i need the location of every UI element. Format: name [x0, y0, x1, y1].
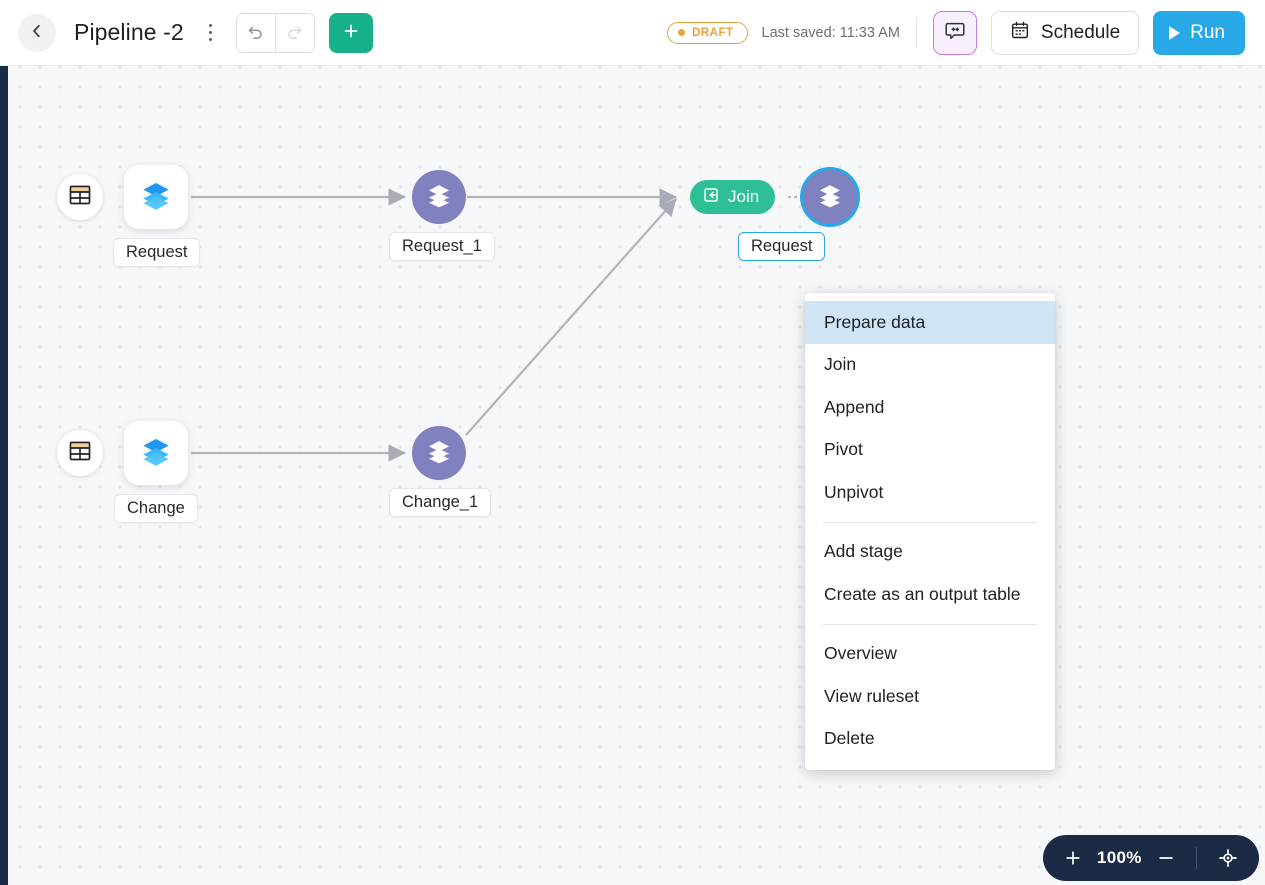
status-dot-icon [678, 29, 686, 36]
context-menu-item-view-ruleset[interactable]: View ruleset [805, 675, 1055, 718]
context-menu-item-label: Unpivot [824, 481, 884, 502]
recenter-button[interactable] [1217, 847, 1239, 869]
more-vertical-icon [209, 23, 213, 28]
layers-stack-icon [816, 181, 844, 214]
context-menu-item-join[interactable]: Join [805, 344, 1055, 387]
left-rail [0, 66, 8, 885]
schedule-button[interactable]: Schedule [990, 10, 1140, 55]
more-vertical-icon [209, 37, 213, 42]
redo-button[interactable] [275, 13, 314, 52]
operation-join[interactable]: Join [690, 180, 776, 214]
page-title: Pipeline -2 [74, 19, 184, 45]
header-right-group: DRAFT Last saved: 11:33 AM [667, 10, 1265, 55]
zoom-in-button[interactable] [1063, 848, 1083, 868]
play-icon [1169, 25, 1181, 40]
table-icon [68, 183, 92, 212]
zoom-out-button[interactable] [1156, 848, 1176, 868]
context-menu-item-prepare-data[interactable]: Prepare data [805, 301, 1055, 344]
node-label-request-2[interactable]: Request [738, 232, 826, 261]
context-menu-item-label: Join [824, 354, 857, 375]
schedule-button-label: Schedule [1040, 21, 1121, 43]
last-saved-text: Last saved: 11:33 AM [761, 24, 900, 41]
context-menu-item-overview[interactable]: Overview [805, 633, 1055, 676]
run-button[interactable]: Run [1153, 10, 1245, 55]
context-menu-item-append[interactable]: Append [805, 386, 1055, 429]
chat-assistant-button[interactable] [932, 10, 977, 55]
context-menu-item-label: Prepare data [824, 311, 926, 332]
zoom-control: 100% [1043, 835, 1259, 881]
edge-layer [191, 188, 805, 462]
context-menu-item-label: Pivot [824, 439, 863, 460]
context-menu-item-label: Create as an output table [824, 583, 1021, 604]
node-request-2-selected[interactable] [803, 170, 857, 224]
run-button-label: Run [1190, 21, 1225, 43]
context-menu-item-unpivot[interactable]: Unpivot [805, 471, 1055, 514]
context-menu-separator [823, 521, 1037, 523]
table-icon [68, 439, 92, 468]
layers-stack-icon [425, 181, 453, 214]
undo-button[interactable] [236, 13, 275, 52]
undo-redo-group [235, 12, 315, 53]
context-menu-item-create-output-table[interactable]: Create as an output table [805, 573, 1055, 616]
node-label-change-1[interactable]: Change_1 [389, 488, 492, 517]
back-button[interactable] [18, 13, 56, 52]
operation-join-label: Join [728, 187, 760, 206]
header-divider [915, 17, 917, 48]
crosshair-icon [1218, 849, 1237, 867]
node-label-request-1[interactable]: Request_1 [389, 232, 495, 261]
plus-icon [1066, 851, 1080, 865]
node-change-1[interactable] [412, 426, 466, 480]
header-left-group: Pipeline -2 [0, 12, 373, 53]
source-table-change[interactable] [57, 430, 103, 476]
more-vertical-icon [209, 30, 213, 35]
status-badge: DRAFT [667, 21, 748, 44]
context-menu-item-label: Add stage [824, 541, 903, 562]
context-menu-separator [823, 623, 1037, 625]
chevron-left-icon [28, 22, 46, 43]
app-header: Pipeline -2 [0, 0, 1265, 66]
pipeline-canvas[interactable]: Request Request_1 Join [0, 66, 1265, 885]
layers-icon [140, 179, 172, 216]
node-context-menu: Prepare data Join Append Pivot Unpivot A… [805, 293, 1055, 770]
minus-icon [1159, 857, 1173, 859]
calendar-icon [1010, 20, 1030, 46]
pipeline-options-kebab[interactable] [200, 17, 222, 49]
node-request[interactable] [124, 165, 188, 229]
undo-icon [246, 22, 265, 44]
context-menu-item-label: View ruleset [824, 685, 920, 706]
context-menu-item-delete[interactable]: Delete [805, 718, 1055, 761]
button-divider [274, 13, 276, 52]
source-table-request[interactable] [57, 174, 103, 220]
context-menu-item-pivot[interactable]: Pivot [805, 429, 1055, 472]
zoom-level-value: 100% [1097, 848, 1142, 867]
context-menu-item-label: Delete [824, 728, 875, 749]
node-label-change[interactable]: Change [114, 494, 198, 523]
layers-icon [140, 435, 172, 472]
context-menu-item-label: Append [824, 396, 885, 417]
chat-bubble-icon [944, 20, 966, 45]
join-icon [702, 186, 720, 209]
layers-stack-icon [425, 437, 453, 470]
node-change[interactable] [124, 421, 188, 485]
zoom-control-divider [1195, 847, 1197, 869]
plus-icon [341, 21, 361, 44]
context-menu-item-add-stage[interactable]: Add stage [805, 531, 1055, 574]
add-node-button[interactable] [328, 12, 373, 53]
context-menu-item-label: Overview [824, 643, 897, 664]
status-badge-label: DRAFT [692, 26, 734, 39]
node-label-request[interactable]: Request [113, 238, 201, 267]
node-request-1[interactable] [412, 170, 466, 224]
redo-icon [285, 22, 304, 44]
